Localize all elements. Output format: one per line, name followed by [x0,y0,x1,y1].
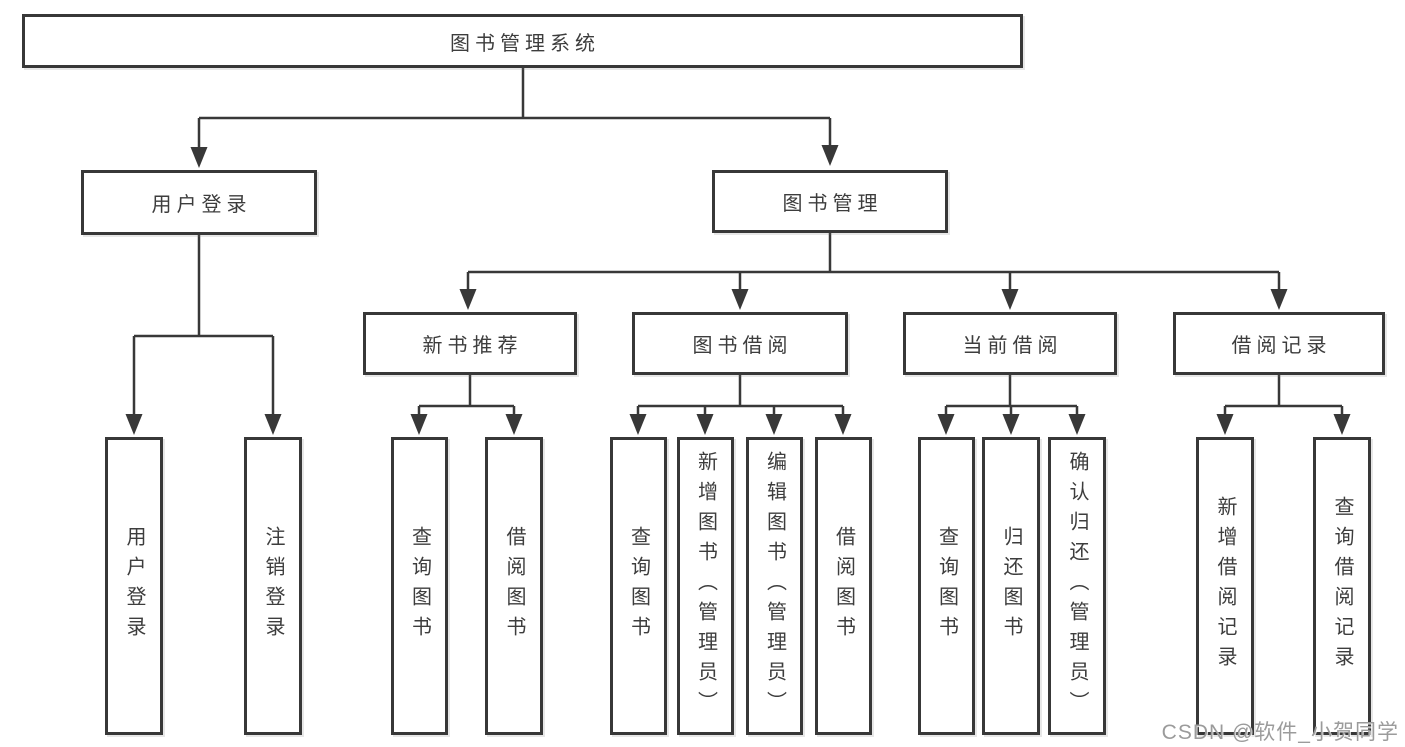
leaf-nb-borrow-books-label: 借阅图书 [503,526,525,646]
node-borrowing-records: 借阅记录 [1173,312,1385,375]
leaf-cb-query-books: 查询图书 [918,437,975,735]
arrowhead [1068,414,1086,435]
leaf-user-login: 用户登录 [105,437,163,735]
leaf-bb-edit-books: 编辑图书（管理员） [746,437,803,735]
node-borrowing-records-label: 借阅记录 [1231,335,1332,357]
leaf-bb-add-books-label: 新增图书（管理员） [694,451,717,721]
arrowhead [937,414,955,435]
leaf-bb-borrow-books: 借阅图书 [815,437,872,735]
node-current-borrowing-label: 当前借阅 [962,335,1063,357]
leaf-br-query-record: 查询借阅记录 [1313,437,1371,735]
node-root-label: 图书管理系统 [450,32,600,55]
node-new-book-recommend: 新书推荐 [363,312,577,375]
arrowhead [629,414,647,435]
arrowhead [505,414,523,435]
arrowhead [125,414,143,435]
connector-book-borrowing-to-leaves [636,375,845,416]
leaf-nb-query-books-label: 查询图书 [408,526,431,646]
leaf-bb-edit-books-label: 编辑图书（管理员） [763,451,786,721]
leaf-user-login-label: 用户登录 [123,526,145,646]
connector-new-book-recommend-to-leaves [417,375,516,416]
leaf-bb-query-books-label: 查询图书 [627,526,650,646]
connector-root-to-level2 [197,68,832,149]
node-book-borrowing: 图书借阅 [632,312,848,375]
leaf-logout-label: 注销登录 [262,526,284,646]
leaf-logout: 注销登录 [244,437,302,735]
arrowhead [731,289,749,310]
arrowhead [1216,414,1234,435]
connector-borrowing-records-to-leaves [1223,375,1344,416]
connector-current-borrowing-to-leaves [944,375,1079,416]
arrowhead [1333,414,1351,435]
node-book-management: 图书管理 [712,170,948,233]
csdn-watermark: CSDN @软件_小贺同学 [1161,721,1399,744]
connector-book-management-to-level3 [466,233,1281,291]
leaf-br-add-record-label: 新增借阅记录 [1214,496,1236,676]
leaf-bb-borrow-books-label: 借阅图书 [832,526,855,646]
leaf-br-add-record: 新增借阅记录 [1196,437,1254,735]
node-user-login-label: 用户登录 [151,194,252,216]
node-root: 图书管理系统 [22,14,1023,68]
arrowhead [264,414,282,435]
node-current-borrowing: 当前借阅 [903,312,1117,375]
arrowhead [410,414,428,435]
arrowhead [696,414,714,435]
leaf-nb-borrow-books: 借阅图书 [485,437,543,735]
leaf-cb-return-books: 归还图书 [982,437,1040,735]
leaf-cb-confirm-return-label: 确认归还（管理员） [1066,451,1088,721]
leaf-cb-return-books-label: 归还图书 [1000,526,1022,646]
node-new-book-recommend-label: 新书推荐 [422,335,523,357]
leaf-cb-confirm-return: 确认归还（管理员） [1048,437,1106,735]
node-book-management-label: 图书管理 [782,193,883,215]
connector-user-login-to-leaves [132,235,275,416]
leaf-nb-query-books: 查询图书 [391,437,448,735]
arrowhead [765,414,783,435]
leaf-bb-add-books: 新增图书（管理员） [677,437,734,735]
arrowhead [834,414,852,435]
arrowhead [1270,289,1288,310]
node-user-login: 用户登录 [81,170,317,235]
leaf-bb-query-books: 查询图书 [610,437,667,735]
arrowhead [1001,289,1019,310]
node-book-borrowing-label: 图书借阅 [692,335,793,357]
arrowhead [1002,414,1020,435]
leaf-cb-query-books-label: 查询图书 [935,526,958,646]
arrowhead [821,145,839,166]
arrowhead [459,289,477,310]
arrowhead [190,147,208,168]
leaf-br-query-record-label: 查询借阅记录 [1331,496,1353,676]
